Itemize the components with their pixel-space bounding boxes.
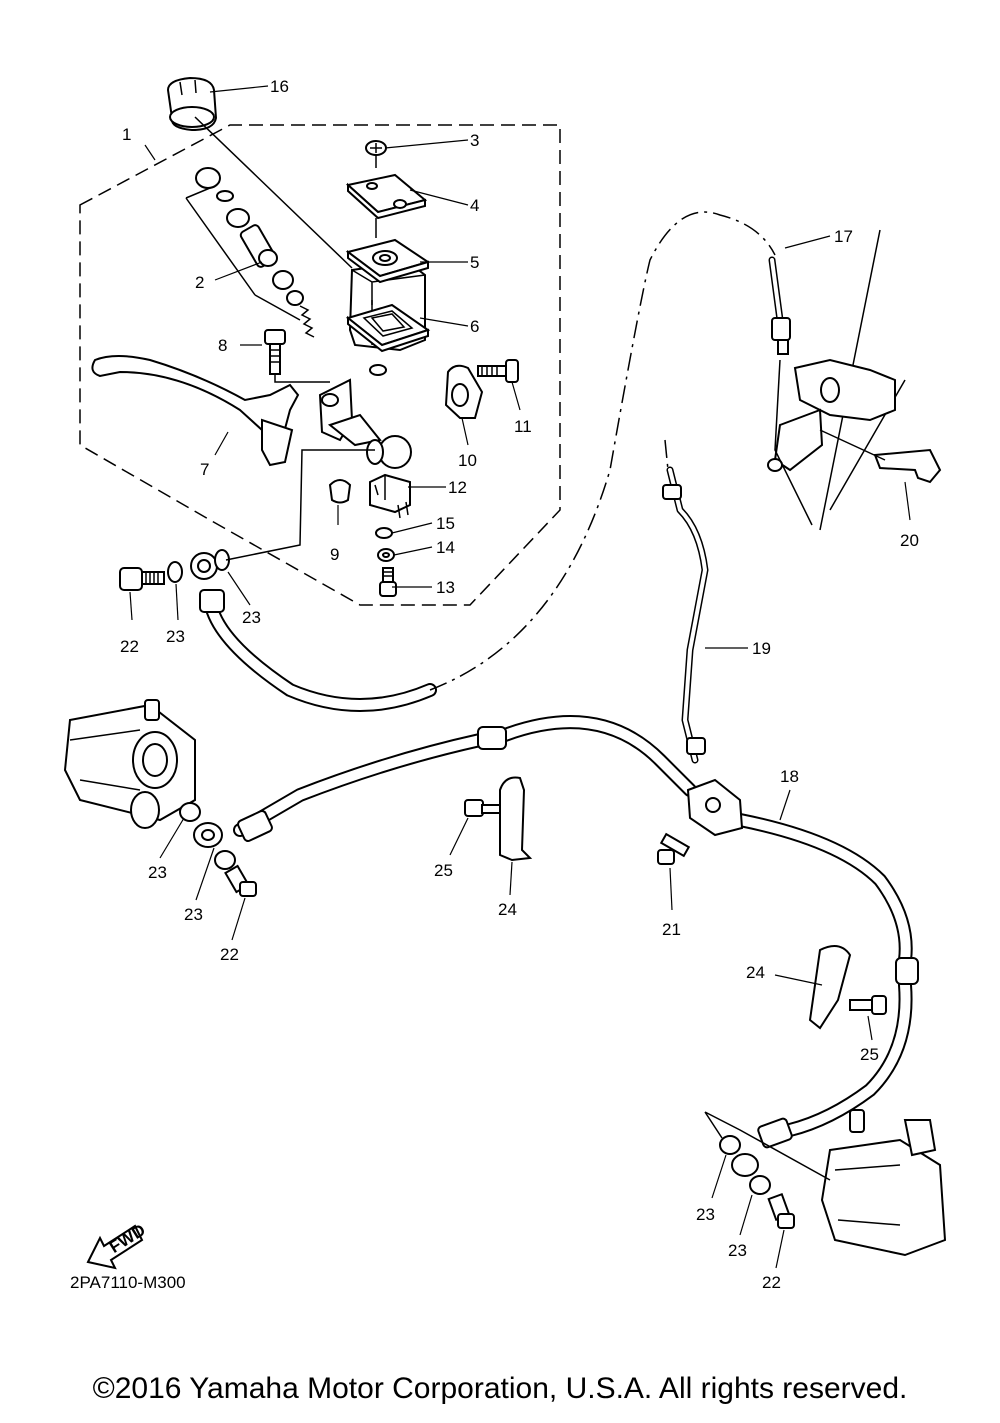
callout: 12 — [448, 478, 467, 497]
fwd-label: FWD — [106, 1220, 149, 1257]
upper-banjo — [119, 549, 230, 591]
bar-clamp — [444, 364, 484, 419]
cap-screw — [365, 140, 387, 168]
switch-hardware — [375, 527, 397, 597]
callout: 25 — [860, 1045, 879, 1064]
switch-boot — [328, 479, 352, 504]
callout: 23 — [696, 1205, 715, 1224]
callout: 23 — [148, 863, 167, 882]
callout: 19 — [752, 639, 771, 658]
callout: 7 — [200, 460, 209, 479]
brake-pipe — [662, 466, 709, 764]
brake-switch — [369, 473, 411, 519]
callout: 5 — [470, 253, 479, 272]
upper-hose-end — [768, 256, 791, 355]
master-cylinder-body — [318, 260, 426, 469]
callout: 14 — [436, 538, 455, 557]
upper-brake-hose — [199, 589, 437, 712]
hose-guide-center — [464, 776, 533, 862]
callout: 17 — [834, 227, 853, 246]
diagram-code: 2PA7110-M300 — [70, 1273, 186, 1292]
callout: 11 — [514, 417, 532, 436]
hose-joint — [657, 778, 744, 865]
callout: 9 — [330, 545, 339, 564]
diaphragm — [345, 303, 431, 353]
callout: 23 — [184, 905, 203, 924]
callout: 15 — [436, 514, 455, 533]
copyright-notice: ©2016 Yamaha Motor Corporation, U.S.A. A… — [92, 1372, 908, 1405]
grip-sleeve — [166, 76, 218, 132]
callout: 22 — [120, 637, 139, 656]
callout-labels: 1 2 3 4 5 6 7 8 9 10 11 12 13 14 15 16 1… — [120, 77, 919, 1292]
callout: 22 — [220, 945, 239, 964]
clamp-bolt — [477, 359, 519, 383]
callout: 23 — [242, 608, 261, 627]
fwd-arrow-icon: FWD — [86, 1220, 149, 1270]
hose-clip — [873, 448, 942, 484]
callout: 16 — [270, 77, 289, 96]
callout: 21 — [662, 920, 681, 939]
callout: 18 — [780, 767, 799, 786]
guide-line — [194, 116, 353, 269]
callout: 23 — [728, 1241, 747, 1260]
callout: 2 — [195, 273, 204, 292]
callout: 10 — [458, 451, 477, 470]
reservoir-cap — [345, 173, 428, 220]
callout: 25 — [434, 861, 453, 880]
piston-kit — [185, 167, 315, 338]
callout: 1 — [122, 125, 131, 144]
callout: 4 — [470, 196, 479, 215]
callout: 23 — [166, 627, 185, 646]
lower-brake-hose — [233, 715, 919, 1149]
leader-lines — [129, 85, 911, 1269]
hose-route-line — [429, 211, 776, 691]
hose-guide-right — [808, 945, 887, 1030]
callout: 8 — [218, 336, 227, 355]
callout: 24 — [498, 900, 517, 919]
callout: 20 — [900, 531, 919, 550]
callout: 3 — [470, 131, 479, 150]
callout: 24 — [746, 963, 765, 982]
front-fork — [767, 229, 906, 531]
left-caliper — [63, 699, 257, 897]
assembly-boundary — [79, 124, 561, 606]
callout: 22 — [762, 1273, 781, 1292]
callout: 6 — [470, 317, 479, 336]
brake-lever — [91, 355, 300, 467]
right-caliper — [704, 1109, 947, 1257]
callout: 13 — [436, 578, 455, 597]
pivot-bolt — [264, 329, 286, 375]
